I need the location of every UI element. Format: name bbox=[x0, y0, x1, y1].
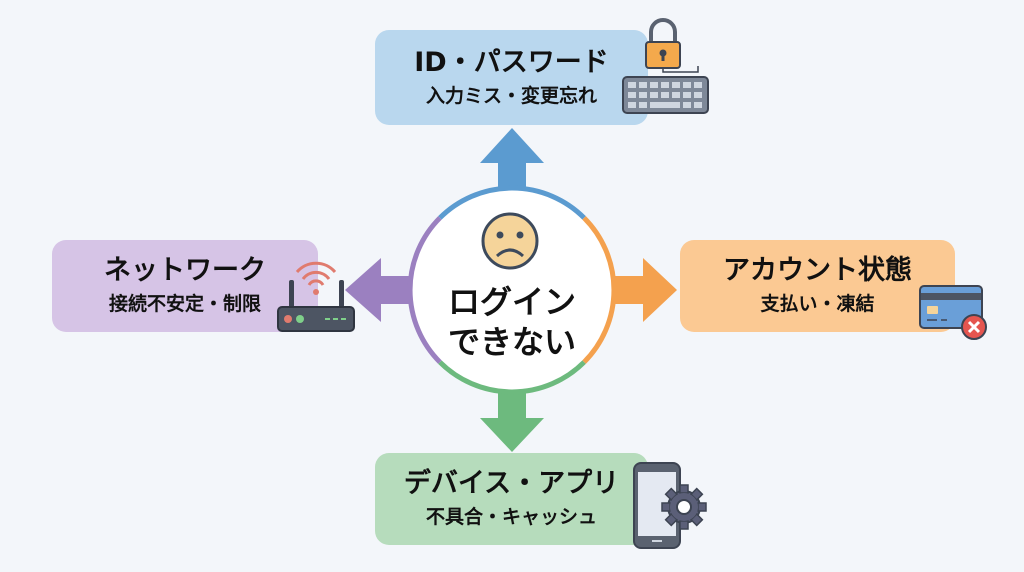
cause-subtitle: 入力ミス・変更忘れ bbox=[425, 84, 597, 107]
cause-subtitle: 不具合・キャッシュ bbox=[425, 506, 597, 528]
phone-gear-icon bbox=[633, 462, 707, 549]
center-ring bbox=[407, 185, 617, 395]
credit-card-error-icon bbox=[919, 285, 987, 340]
cause-box-device-app: デバイス・アプリ 不具合・キャッシュ bbox=[375, 453, 648, 545]
cause-box-id-password: ID・パスワード 入力ミス・変更忘れ bbox=[375, 30, 648, 125]
arrow-right bbox=[612, 258, 677, 322]
center-line-2: できない bbox=[447, 323, 576, 361]
cause-box-network: ネットワーク 接続不安定・制限 bbox=[52, 240, 318, 332]
cause-title: ID・パスワード bbox=[414, 46, 609, 78]
cause-subtitle: 支払い・凍結 bbox=[760, 293, 875, 315]
arrow-left bbox=[345, 258, 412, 322]
center-line-1: ログイン bbox=[447, 283, 576, 321]
cause-subtitle: 接続不安定・制限 bbox=[108, 293, 261, 315]
cause-title: ネットワーク bbox=[104, 255, 266, 286]
sad-face-icon bbox=[481, 212, 539, 270]
cause-box-account: アカウント状態 支払い・凍結 bbox=[680, 240, 955, 332]
cause-title: アカウント状態 bbox=[723, 255, 912, 286]
center-circle bbox=[410, 188, 614, 392]
center-label: ログイン できない bbox=[412, 282, 612, 362]
wifi-router-icon bbox=[277, 261, 355, 332]
lock-keyboard-icon bbox=[622, 18, 709, 114]
arrow-down bbox=[480, 390, 544, 452]
cause-title: デバイス・アプリ bbox=[403, 468, 620, 499]
